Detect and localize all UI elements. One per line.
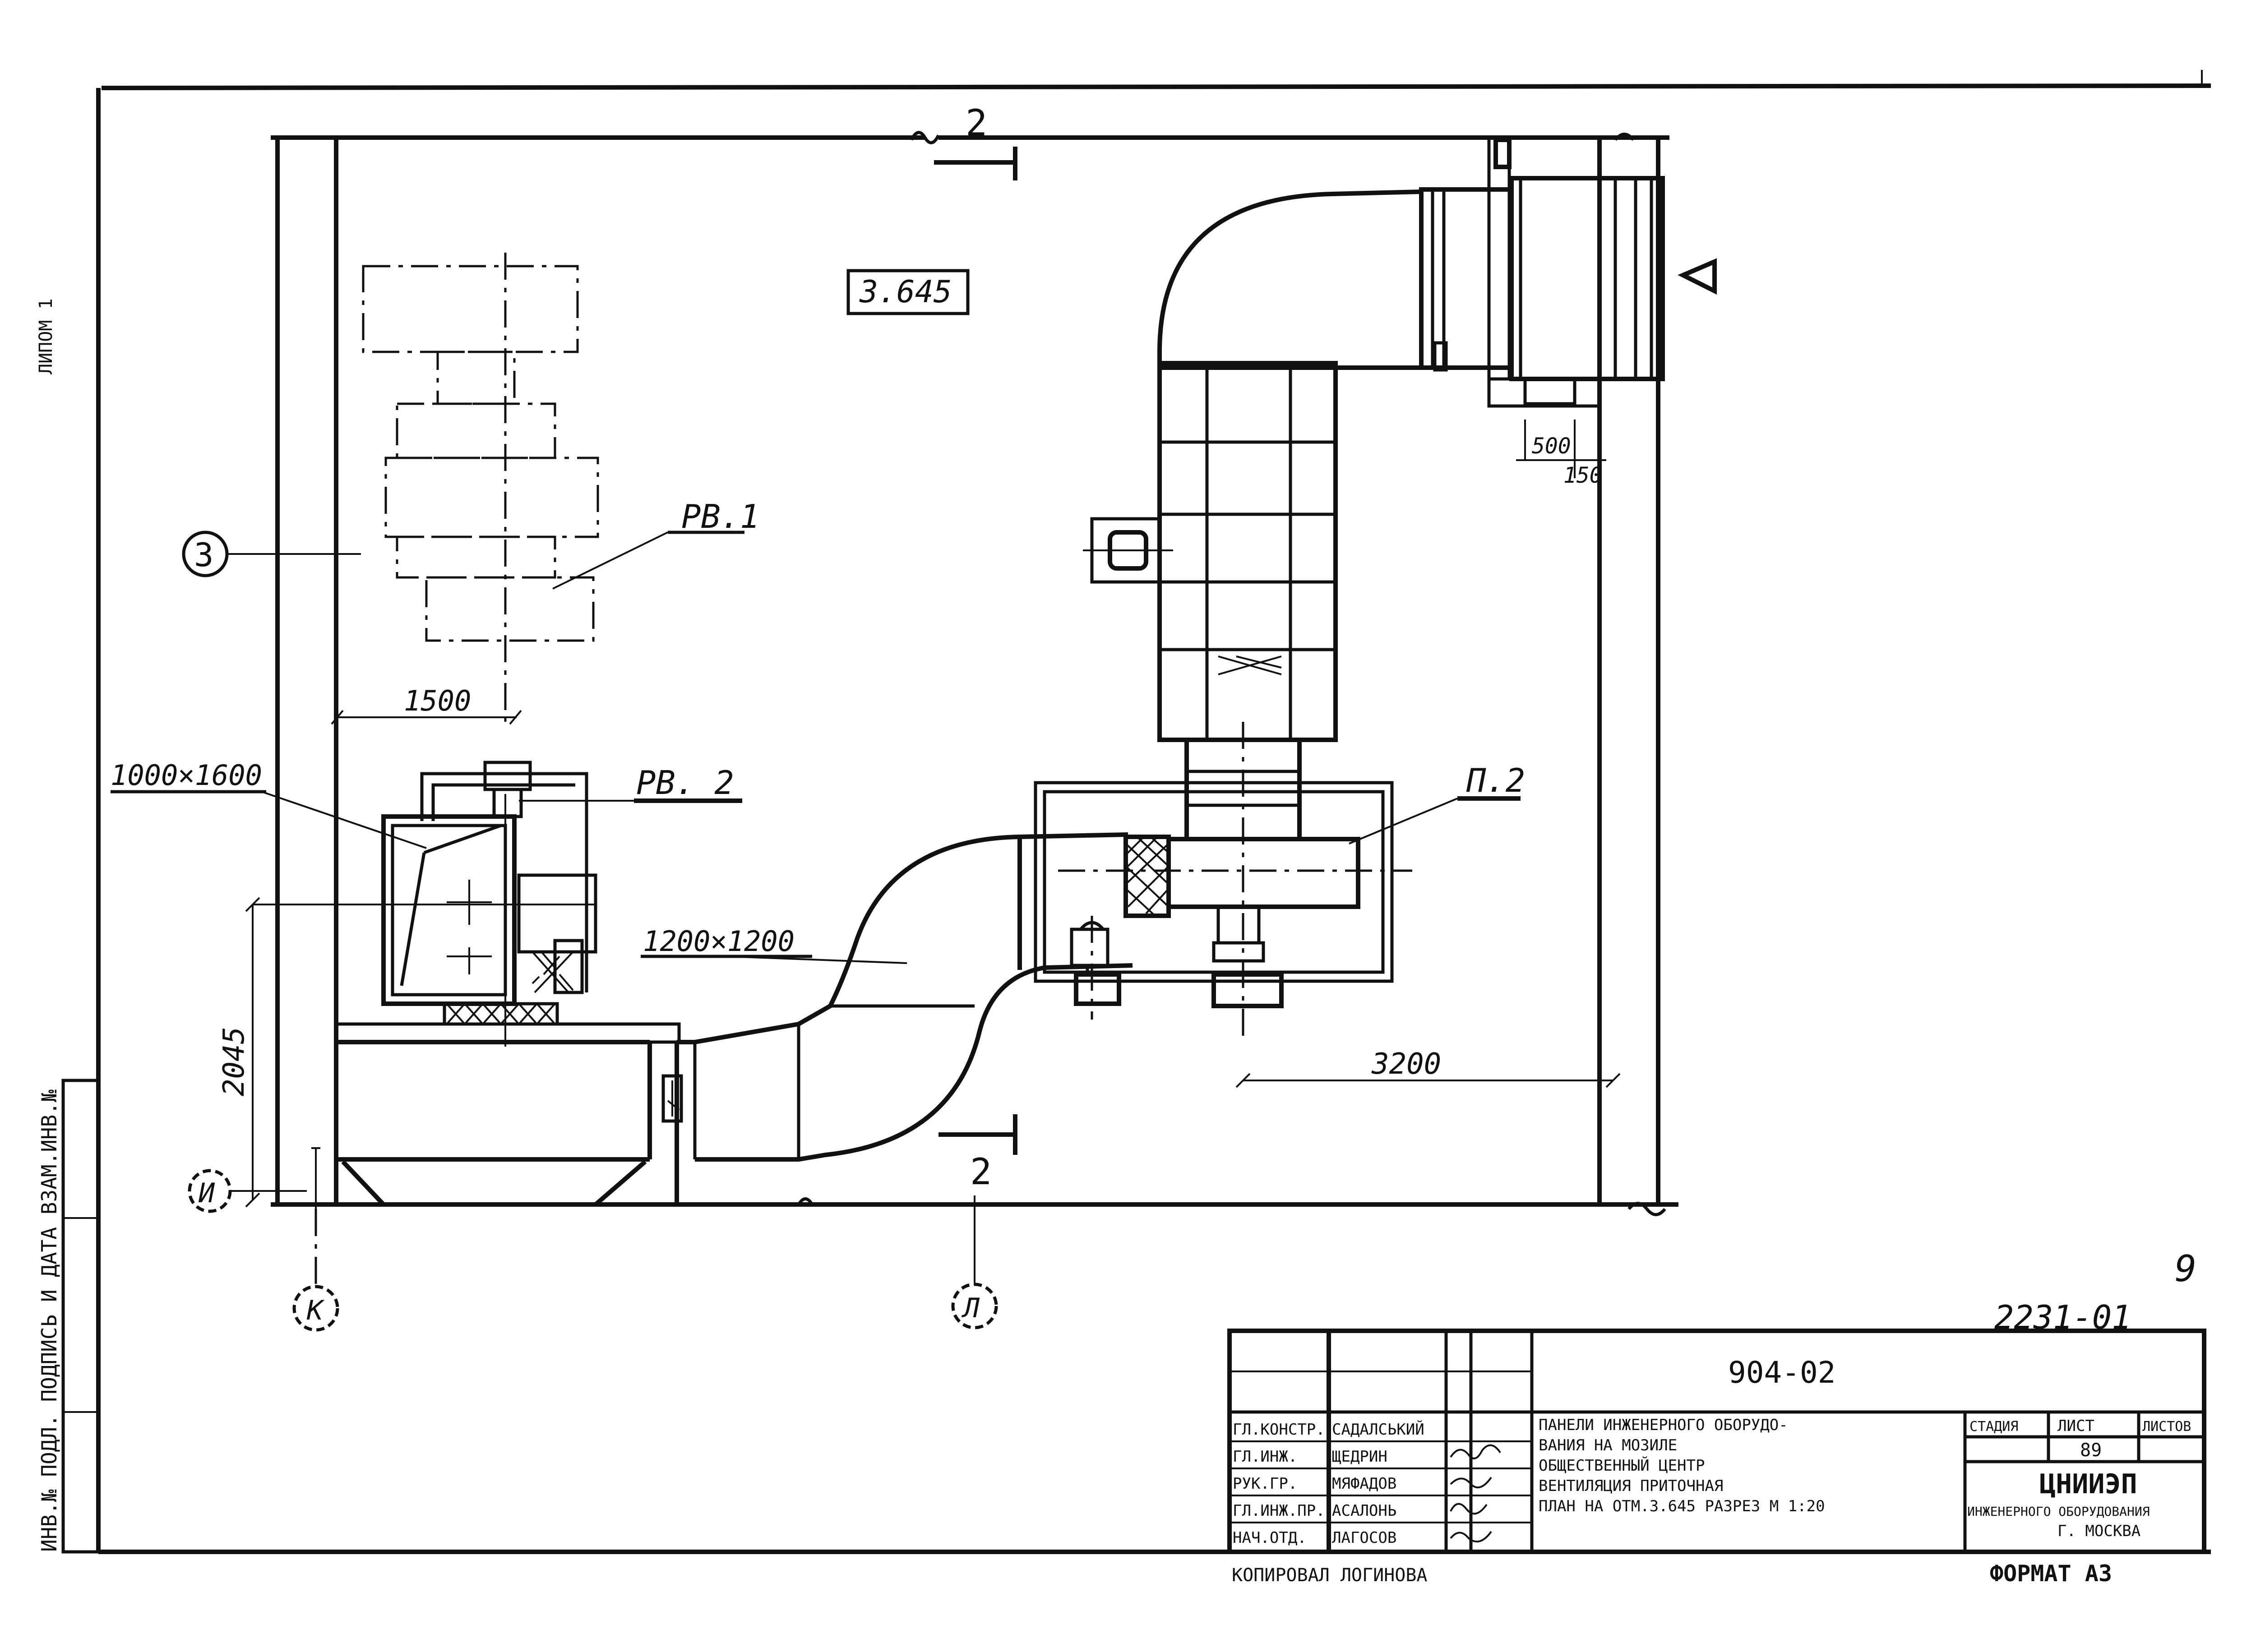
section-mark-top: 2: [966, 102, 987, 144]
signature-2: [1450, 1477, 1492, 1489]
name-5: ЛАГОСОВ: [1332, 1529, 1396, 1547]
description-line-1: ПАНЕЛИ ИНЖЕНЕРНОГО ОБОРУДО-: [1539, 1416, 1788, 1434]
p2-supply-unit: П.2: [1017, 722, 1525, 1042]
org-city: Г. МОСКВА: [2057, 1522, 2140, 1540]
stage-label: СТАДИЯ: [1969, 1419, 2018, 1435]
binding-strip: ИНВ.№ ПОДЛ. ПОДПИСЬ И ДАТА ВЗАМ.ИНВ.№ ЛИ…: [36, 298, 100, 1554]
dimension-1500: 1500: [331, 684, 522, 725]
hopper-chamber: [311, 1022, 681, 1209]
axis-l-marker: Л: [951, 1195, 998, 1329]
dimension-2045-text: 2045: [217, 1027, 251, 1096]
role-3: РУК.ГР.: [1233, 1475, 1297, 1493]
title-block: 904-02 ГЛ.КОНСТР. ГЛ.ИНЖ. РУК.ГР. ГЛ.ИНЖ…: [1227, 1329, 2206, 1554]
binding-strip-text: ИНВ.№ ПОДЛ. ПОДПИСЬ И ДАТА ВЗАМ.ИНВ.№: [37, 1089, 61, 1552]
inlet-duct-size: 1000×1600: [111, 759, 262, 792]
elevation-mark-text: 3.645: [859, 274, 952, 310]
signature-4: [1450, 1531, 1492, 1543]
description-line-3: ОБЩЕСТВЕННЫЙ ЦЕНТР: [1539, 1456, 1705, 1475]
signature-3: [1450, 1503, 1488, 1515]
copied-by: КОПИРОВАЛ ЛОГИНОВА: [1232, 1565, 1427, 1586]
building-walls: [271, 131, 1678, 1216]
axis-i-label: И: [198, 1177, 215, 1209]
sheet-number-partial: 9: [2175, 1248, 2196, 1290]
rv2-equipment: РВ. 2 1000×1600: [111, 759, 742, 1047]
rv2-label: РВ. 2: [636, 764, 734, 802]
dimension-500-text: 500: [1532, 434, 1571, 459]
connector-duct-size: 1200×1200: [643, 925, 795, 958]
connector-duct: 1200×1200: [641, 835, 1133, 1162]
role-1: ГЛ.КОНСТР.: [1233, 1421, 1325, 1439]
signature-1: [1450, 1444, 1501, 1459]
dimension-500-150: 500 150: [1516, 420, 1606, 488]
name-2: ЩЕДРИН: [1332, 1448, 1387, 1466]
role-2: ГЛ.ИНЖ.: [1233, 1448, 1297, 1466]
drawing-code-area: 9 2231-01: [1994, 1248, 2196, 1336]
sheet-format: ФОРМАТ А3: [1990, 1560, 2112, 1587]
org-name: ЦНИИЭП: [2039, 1468, 2137, 1500]
role-5: НАЧ.ОТД.: [1233, 1529, 1307, 1547]
description-line-4: ВЕНТИЛЯЦИЯ ПРИТОЧНАЯ: [1539, 1477, 1723, 1495]
role-4: ГЛ.ИНЖ.ПР.: [1233, 1502, 1325, 1520]
sheet-value: 89: [2080, 1440, 2102, 1461]
rv1-equipment: РВ.1: [362, 253, 759, 722]
air-handler-stack: [1083, 361, 1338, 742]
axis-k-label: К: [306, 1295, 325, 1326]
axis-3-label: 3: [194, 536, 213, 574]
dimension-150-text: 150: [1563, 463, 1603, 488]
top-left-margin-text: ЛИПОМ 1: [36, 298, 56, 374]
description-line-2: ВАНИЯ НА МОЗИЛЕ: [1539, 1436, 1677, 1454]
section-cut-top: 2: [934, 102, 1017, 180]
section-mark-bottom: 2: [970, 1151, 992, 1193]
axis-k-marker: К: [292, 1209, 339, 1332]
description-line-5: ПЛАН НА ОТМ.3.645 РАЗРЕЗ М 1:20: [1539, 1497, 1825, 1515]
intake-elbow: [1157, 136, 1717, 408]
axis-3-marker: 3: [182, 531, 361, 577]
rv1-label: РВ.1: [681, 498, 759, 535]
sheets-label: ЛИСТОВ: [2142, 1419, 2191, 1435]
dimension-1500-text: 1500: [404, 684, 471, 717]
sheet-label: ЛИСТ: [2057, 1417, 2094, 1435]
dimension-2045: 2045: [217, 897, 260, 1208]
p2-label: П.2: [1466, 761, 1525, 799]
name-1: САДАЛСЬКИЙ: [1332, 1420, 1424, 1439]
org-sub: ИНЖЕНЕРНОГО ОБОРУДОВАНИЯ: [1967, 1504, 2150, 1519]
elevation-mark: 3.645: [846, 269, 970, 315]
series-number: 904-02: [1728, 1355, 1835, 1390]
section-cut-bottom: 2: [938, 1114, 1017, 1193]
axis-i-marker: И: [188, 1169, 307, 1213]
name-4: АСАЛОНЬ: [1332, 1502, 1396, 1520]
dimension-3200-text: 3200: [1371, 1047, 1441, 1081]
name-3: МЯФАДОВ: [1332, 1475, 1396, 1493]
dimension-3200: 3200: [1235, 1047, 1621, 1088]
axis-l-label: Л: [961, 1292, 980, 1324]
